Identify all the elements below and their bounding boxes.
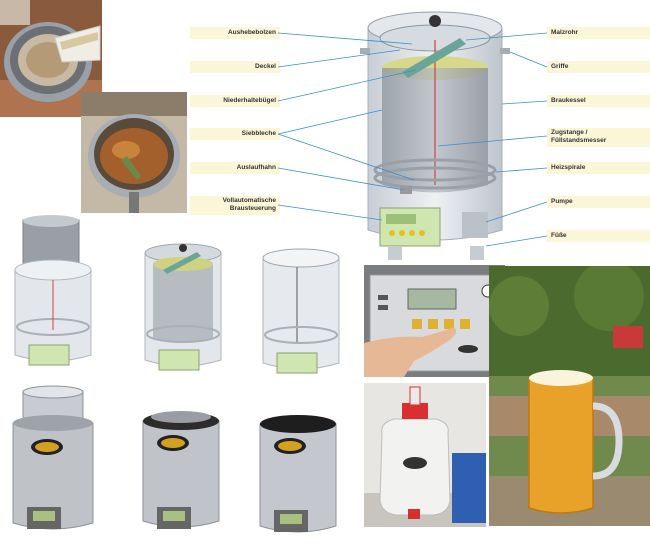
label-siebbleche: Siebbleche xyxy=(190,128,280,140)
label-steuerung-line-2: Brausteuerung xyxy=(229,205,276,212)
label-auslaufhahn: Auslaufhahn xyxy=(190,162,280,174)
kettle-render-with-lid xyxy=(144,243,222,371)
kettle-render-empty xyxy=(262,248,340,374)
label-fusse: Füße xyxy=(547,230,650,242)
label-niederhaltebugel: Niederhaltebügel xyxy=(190,95,280,107)
label-malzrohr: Malzrohr xyxy=(547,27,650,39)
label-zugstange-line-1: Zugstange / xyxy=(551,129,588,136)
exploded-kettle-diagram xyxy=(277,11,548,260)
label-griffe: Griffe xyxy=(547,61,650,73)
label-vollautomatische-brausteuerung: Vollautomatische Brausteuerung xyxy=(190,196,280,215)
photo-mash-kettle xyxy=(81,92,187,213)
label-zugstange-fullstandsmesser: Zugstange / Füllstandsmesser xyxy=(547,128,650,147)
steel-kettle-closed xyxy=(259,415,337,533)
photo-beer-mug xyxy=(489,266,650,526)
label-pumpe: Pumpe xyxy=(547,196,650,208)
label-braukessel: Braukessel xyxy=(547,95,650,107)
hand-pressing-button-icon xyxy=(364,327,456,377)
label-heizspirale: Heizspirale xyxy=(547,162,650,174)
photo-malt-pouring xyxy=(0,0,102,117)
steel-kettle-with-malt-pipe xyxy=(12,385,94,530)
kettle-render-lifted-malt-pipe xyxy=(14,215,92,366)
steel-kettle-open-lid xyxy=(142,411,220,529)
label-zugstange-line-2: Füllstandsmesser xyxy=(551,137,607,144)
photo-control-panel xyxy=(364,265,505,377)
label-deckel: Deckel xyxy=(190,61,280,73)
label-aushebebolzen: Aushebebolzen xyxy=(190,27,280,39)
beer-mug-icon xyxy=(528,377,594,514)
photo-fermenter xyxy=(364,383,486,527)
label-steuerung-line-1: Vollautomatische xyxy=(222,197,276,204)
